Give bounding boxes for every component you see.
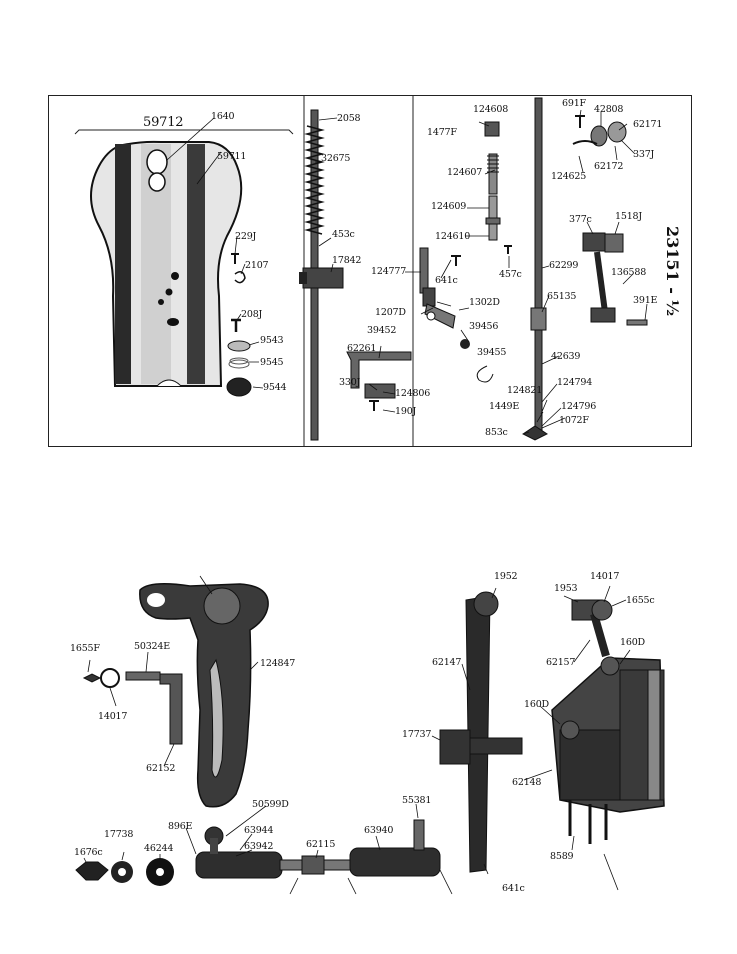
part-label: 124806 xyxy=(395,388,431,399)
part-label: 377c xyxy=(569,214,592,225)
part-label: 17737 xyxy=(402,729,432,740)
part-label: 124610 xyxy=(435,231,471,242)
part-label: 46244 xyxy=(144,843,174,854)
part-label: 1449E xyxy=(489,401,520,412)
part-label: 1655F xyxy=(70,643,100,654)
part-label: 1953 xyxy=(554,583,578,594)
top-parts-illustration xyxy=(74,96,648,446)
group-title-label: 59712 xyxy=(143,115,184,130)
part-label: 896E xyxy=(168,821,193,832)
part-label: 62152 xyxy=(146,763,176,774)
part-label: 9544 xyxy=(263,382,287,393)
part-label: 337J xyxy=(633,149,655,160)
part-label: 124777 xyxy=(371,266,407,277)
part-label: 63944 xyxy=(244,825,274,836)
part-label: 1207D xyxy=(375,307,406,318)
part-label: 124607 xyxy=(447,167,483,178)
bottom-parts-illustration xyxy=(75,575,665,895)
part-label: 59711 xyxy=(217,151,247,162)
part-label: 50324E xyxy=(134,641,170,652)
part-label: 1477F xyxy=(427,127,457,138)
part-label: 17842 xyxy=(332,255,362,266)
part-label: 63940 xyxy=(364,825,394,836)
part-label: 62115 xyxy=(306,839,336,850)
part-label: 229J xyxy=(235,231,257,242)
part-label: 124608 xyxy=(473,104,509,115)
part-label: 457c xyxy=(499,269,522,280)
part-label: 42639 xyxy=(551,351,581,362)
part-label: 14017 xyxy=(590,571,620,582)
part-label: 1952 xyxy=(494,571,518,582)
part-label: 1518J xyxy=(615,211,642,222)
part-label: 62157 xyxy=(546,657,576,668)
part-label: 391E xyxy=(633,295,658,306)
top-parts-panel: 59712 1640 59711 229J 2107 208J 9543 954… xyxy=(48,95,692,447)
part-label: 641c xyxy=(435,275,458,286)
part-label: 62299 xyxy=(549,260,579,271)
part-label: 1655c xyxy=(626,595,655,606)
part-label: 55381 xyxy=(402,795,432,806)
part-label: 853c xyxy=(485,427,508,438)
part-label: 1072F xyxy=(559,415,589,426)
part-label: 691F xyxy=(562,98,586,109)
part-label: 65135 xyxy=(547,291,577,302)
part-label: 2058 xyxy=(337,113,361,124)
part-label: 32675 xyxy=(321,153,351,164)
part-label: 124821 xyxy=(507,385,543,396)
part-label: 62172 xyxy=(594,161,624,172)
part-label: 62148 xyxy=(512,777,542,788)
part-label: 124796 xyxy=(561,401,597,412)
part-label: 124609 xyxy=(431,201,467,212)
part-label: 641c xyxy=(502,883,525,894)
part-label: 39456 xyxy=(469,321,499,332)
part-label: 124847 xyxy=(260,658,296,669)
part-label: 62261 xyxy=(347,343,377,354)
part-label: 160D xyxy=(620,637,645,648)
part-label: 9543 xyxy=(260,335,284,346)
part-label: 330J xyxy=(339,377,361,388)
part-label: 136588 xyxy=(611,267,647,278)
part-label: 14017 xyxy=(98,711,128,722)
part-label: 17738 xyxy=(104,829,134,840)
bottom-parts-section: 1655F 50324E 14017 124847 62152 1952 195… xyxy=(0,560,737,954)
part-label: 39455 xyxy=(477,347,507,358)
part-label: 2107 xyxy=(245,260,269,271)
part-label: 39452 xyxy=(367,325,397,336)
part-label: 1302D xyxy=(469,297,500,308)
part-label: 160D xyxy=(524,699,549,710)
part-label: 9545 xyxy=(260,357,284,368)
part-label: 124794 xyxy=(557,377,593,388)
part-label: 208J xyxy=(241,309,263,320)
part-label: 50599D xyxy=(252,799,289,810)
part-label: 42808 xyxy=(594,104,624,115)
part-label: 63942 xyxy=(244,841,274,852)
part-label: 453c xyxy=(332,229,355,240)
part-label: 8589 xyxy=(550,851,574,862)
part-label: 62171 xyxy=(633,119,663,130)
part-label: 190J xyxy=(395,406,417,417)
part-label: 124625 xyxy=(551,171,587,182)
part-label: 1676c xyxy=(74,847,103,858)
part-label: 62147 xyxy=(432,657,462,668)
part-label: 1640 xyxy=(211,111,235,122)
